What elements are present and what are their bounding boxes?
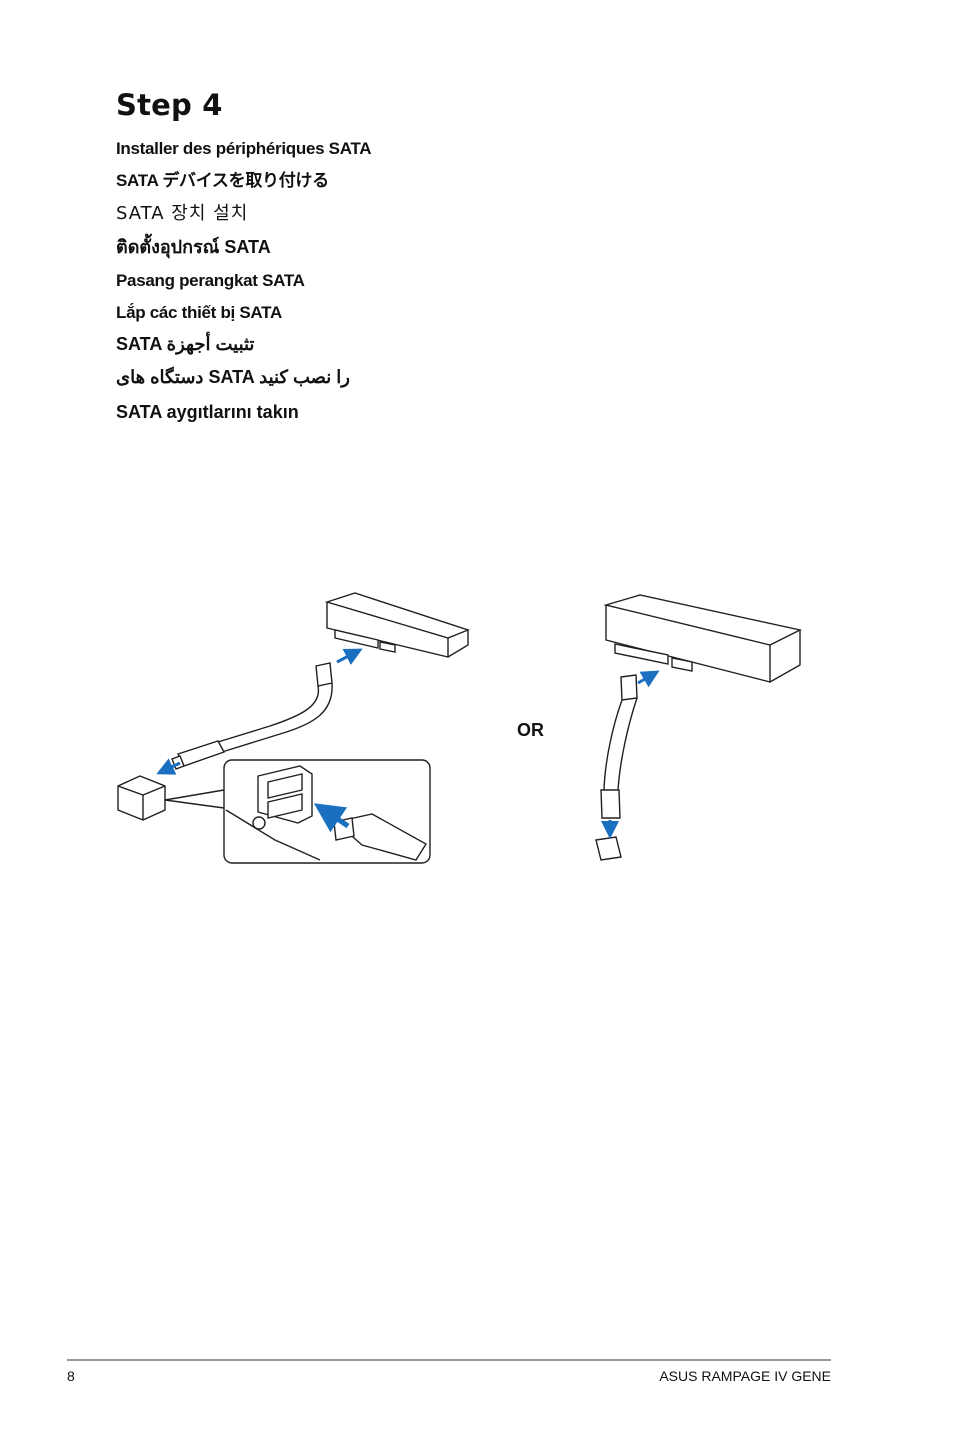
page-number: 8	[67, 1368, 75, 1384]
sata-drive-left	[324, 592, 471, 658]
arrow-to-drive-left	[336, 648, 363, 665]
instruction-arabic: SATA تثبيت أجهزة	[116, 334, 255, 354]
footer-divider	[67, 1359, 831, 1361]
sata-cable-right	[595, 674, 638, 861]
instruction-turkish: SATA aygıtlarını takın	[116, 402, 299, 422]
instruction-persian: دستگاه های SATA را نصب کنید	[116, 367, 350, 387]
sata-installation-diagram	[117, 592, 803, 864]
instruction-korean: SATA 장치 설치	[116, 203, 249, 224]
instruction-indonesian: Pasang perangkat SATA	[116, 271, 305, 290]
sata-cable-left	[171, 662, 333, 770]
step-title: Step 4	[116, 88, 223, 122]
instruction-french: Installer des périphériques SATA	[116, 139, 372, 158]
arrow-to-motherboard-left	[156, 758, 181, 775]
arrow-to-drive-right	[637, 670, 660, 688]
document-title: ASUS RAMPAGE IV GENE	[659, 1368, 831, 1384]
instruction-thai: ติดตั้งอุปกรณ์ SATA	[116, 237, 271, 257]
instruction-japanese: SATA デバイスを取り付ける	[116, 171, 329, 190]
instruction-vietnamese: Lắp các thiết bị SATA	[116, 303, 282, 322]
arrow-to-port-zoom	[313, 803, 350, 833]
motherboard-connector-block	[117, 775, 225, 821]
or-label: OR	[517, 720, 544, 740]
sata-drive-right	[603, 594, 803, 683]
